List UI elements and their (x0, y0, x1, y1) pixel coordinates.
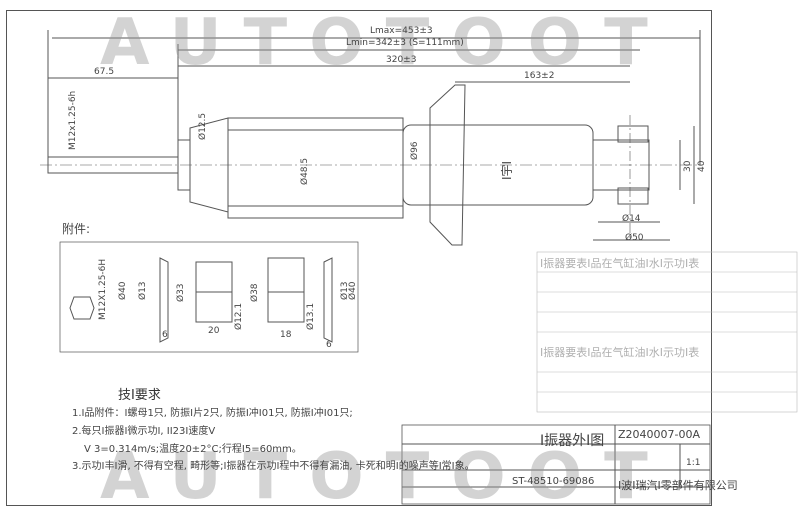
body-mark: Ⅰ宇Ⅰ (500, 160, 514, 180)
bottom-eye-bushing (592, 139, 650, 191)
dim-320: 320±3 (386, 55, 417, 65)
dim-lmin: Lmin=342±3 (S=111mm) (346, 38, 464, 48)
dim-30: 30 (683, 160, 693, 172)
accessory-washer-right (323, 257, 333, 343)
accessory-bushing-right (267, 257, 305, 323)
acc-d40b: Ø40 (348, 281, 358, 300)
outer-cylinder (227, 117, 404, 219)
dim-d48-5: Ø48.5 (300, 157, 310, 185)
tb-drawing-no: ST-48510-69086 (512, 476, 595, 487)
bottom-eye-bracket-lower (617, 187, 649, 205)
tech-line-1: 1.Ⅰ品附件：Ⅰ螺母1只, 防振Ⅰ片2只, 防振Ⅰ冲Ⅰ01只, 防振Ⅰ冲Ⅰ01只… (72, 408, 353, 419)
tech-line-2: 2.每只Ⅰ振器Ⅰ微示功Ⅰ, ⅠⅠ23Ⅰ速度V (72, 426, 216, 437)
acc-w6a: 6 (162, 330, 168, 340)
dim-lmax: Lmax=453±3 (370, 26, 433, 36)
acc-w20: 20 (208, 326, 220, 336)
accessory-nut (69, 296, 95, 320)
bottom-eye-bracket (617, 125, 649, 143)
tb-part-no: Z2040007-00A (618, 428, 701, 441)
tech-line-4: 3.示功Ⅰ丰Ⅰ滑, 不得有空程, 畸形等;Ⅰ振器在示功Ⅰ程中不得有漏油, 卡死和… (72, 461, 475, 472)
acc-d13-1: Ø13.1 (306, 302, 316, 330)
accessories-title: 附件: (62, 222, 91, 236)
acc-d12-1: Ø12.1 (234, 302, 244, 330)
accessory-washer-left (159, 257, 169, 343)
acc-w18: 18 (280, 330, 292, 340)
dim-d14: Ø14 (622, 214, 641, 224)
acc-d13a: Ø13 (138, 281, 148, 300)
acc-w6b: 6 (326, 340, 332, 350)
tech-title: 技Ⅰ要求 (118, 388, 161, 403)
dim-163: 163±2 (524, 71, 555, 81)
spring-seat (429, 84, 466, 246)
tb-name: Ⅰ振器外Ⅰ图 (540, 433, 605, 449)
acc-d33: Ø33 (176, 283, 186, 302)
tb-company: Ⅰ波Ⅰ瑞汽Ⅰ零部件有限公司 (618, 479, 738, 492)
accessories-box (59, 241, 359, 353)
tech-line-3: V 3=0.314m/s;温度20±2°C;行程Ⅰ5=60mm。 (84, 444, 302, 455)
dim-40: 40 (697, 160, 707, 172)
dim-d12-5: Ø12.5 (198, 112, 208, 140)
acc-d40a: Ø40 (118, 281, 128, 300)
watermark-top: AUTOTOOT (100, 6, 670, 80)
acc-d38: Ø38 (250, 283, 260, 302)
dim-d50: Ø50 (625, 233, 644, 243)
watermark-bottom: AUTOTOOT (100, 440, 670, 514)
dim-67: 67.5 (94, 67, 115, 77)
acc-thread: M12X1.25-6H (98, 258, 108, 320)
ghost-text-1: Ⅰ振器要表Ⅰ品在气缸油Ⅰ水Ⅰ示功Ⅰ表 (540, 257, 700, 270)
ghost-text-2: Ⅰ振器要表Ⅰ品在气缸油Ⅰ水Ⅰ示功Ⅰ表 (540, 346, 700, 359)
dim-d96: Ø96 (410, 141, 420, 160)
drawing-frame (6, 10, 712, 506)
dim-thread: M12x1.25-6h (68, 90, 78, 150)
title-block (401, 424, 711, 505)
tb-scale: 1:1 (686, 458, 701, 468)
